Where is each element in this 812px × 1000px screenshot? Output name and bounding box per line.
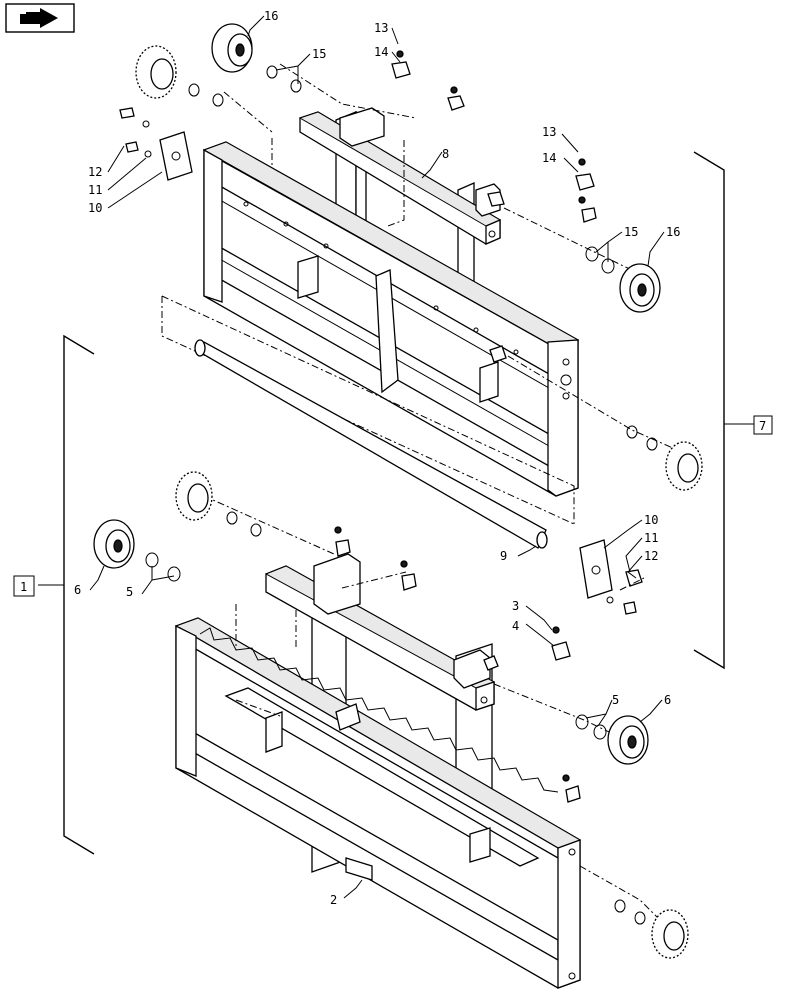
callout-10: 10 [644,513,658,527]
upper-right-bolts-14b [575,158,597,223]
lower-roller-ghost-a [175,471,213,521]
callout-16: 16 [666,225,680,239]
callout-4: 4 [512,619,519,633]
upper-bolts-14a [391,50,465,111]
callout-labels: 16 13 14 15 8 12 11 10 13 14 15 16 7 10 … [13,9,773,907]
bracket-7 [693,151,754,670]
callout-16: 16 [264,9,278,23]
callout-10: 10 [88,201,102,215]
callout-13: 13 [374,21,388,35]
callout-2: 2 [330,893,337,907]
callout-12: 12 [88,165,102,179]
callout-7: 7 [759,419,766,433]
upper-left-plate-10a [119,107,193,181]
callout-9: 9 [500,549,507,563]
hand-arrow-icon [20,8,58,28]
upper-carriage-assembly [161,63,701,525]
callout-1-box [13,575,35,597]
lower-bolts-4 [334,526,581,803]
callout-12: 12 [644,549,658,563]
upper-roller-16b [619,263,661,313]
callout-5: 5 [126,585,133,599]
lower-roller-6b [607,715,649,765]
lower-rings-5b [575,714,646,925]
bracket-1 [38,334,95,855]
lower-rings-a [145,511,262,582]
lower-carriage-assembly [174,495,671,989]
home-nav-button[interactable] [5,3,75,33]
callout-6: 6 [664,693,671,707]
callout-11: 11 [88,183,102,197]
callout-14: 14 [542,151,556,165]
callout-6: 6 [74,583,81,597]
lower-right-plate-10b [579,539,643,615]
callout-14: 14 [374,45,388,59]
upper-roller-ghost-b [665,441,703,491]
upper-roller-ghost-a [135,45,177,99]
lower-roller-6a [93,519,135,569]
callout-5: 5 [612,693,619,707]
callout-11: 11 [644,531,658,545]
callout-15: 15 [624,225,638,239]
callout-13: 13 [542,125,556,139]
callout-7-box [753,415,773,435]
callout-3: 3 [512,599,519,613]
upper-rings-15b [585,246,658,451]
shaft-9 [194,339,548,549]
upper-rings-15a [188,65,302,107]
callout-8: 8 [442,147,449,161]
callout-1: 1 [20,580,27,594]
leader-lines [89,15,665,899]
lower-roller-ghost-b [651,909,689,959]
upper-roller-16a [211,23,253,73]
callout-15: 15 [312,47,326,61]
